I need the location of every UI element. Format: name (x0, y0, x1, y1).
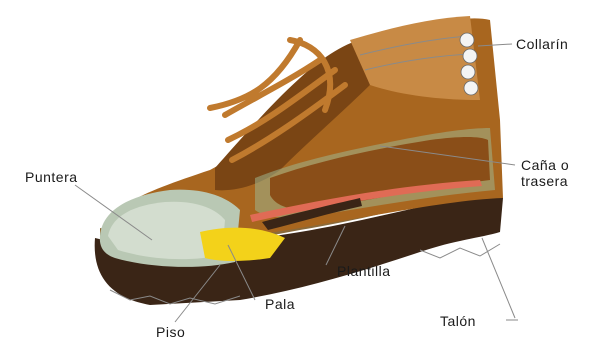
label-cana-line2: trasera (521, 173, 569, 189)
label-pala: Pala (265, 296, 295, 312)
label-puntera: Puntera (25, 169, 78, 185)
label-piso: Piso (156, 324, 185, 340)
label-talon: Talón (440, 313, 476, 329)
label-plantilla: Plantilla (337, 263, 391, 279)
leader-talon (482, 238, 515, 318)
label-collarin: Collarín (516, 36, 568, 52)
label-cana-o-trasera: Caña o trasera (521, 157, 569, 189)
label-cana-line1: Caña o (521, 157, 569, 173)
